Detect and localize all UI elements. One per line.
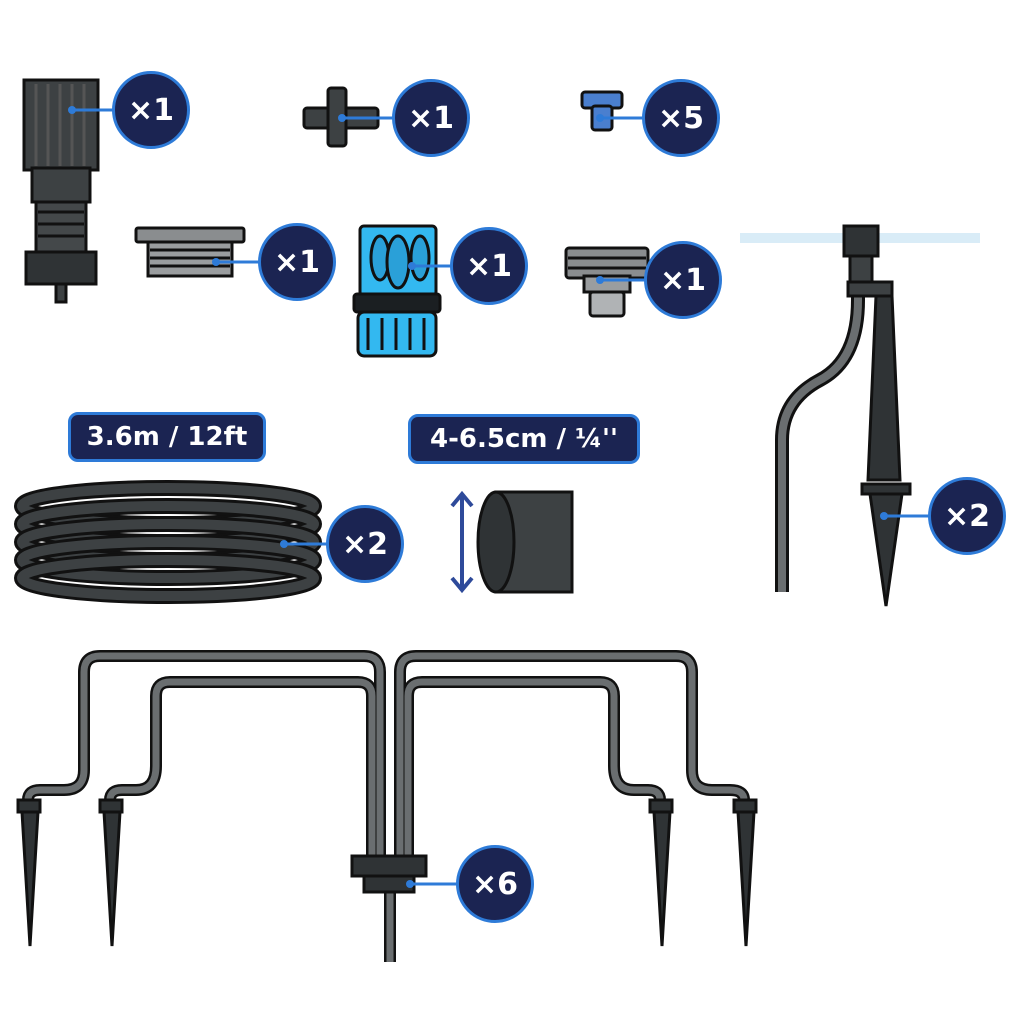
quantity-badge-tap-adapter: ×1 (644, 241, 722, 319)
quantity-badge-drip-stake-manifold: ×6 (456, 845, 534, 923)
tubing-coil (14, 480, 322, 604)
blue-plug (580, 90, 624, 132)
mist-sprayer-stake (740, 224, 980, 607)
quantity-badge-blue-plug: ×5 (642, 79, 720, 157)
quantity-badge-pressure-reducer: ×1 (112, 71, 190, 149)
hose-connector (352, 224, 442, 358)
quantity-badge-thread-adapter: ×1 (258, 223, 336, 301)
quantity-badge-tubing-coil: ×2 (326, 505, 404, 583)
quantity-badge-hose-connector: ×1 (450, 227, 528, 305)
leader-lines (72, 108, 934, 886)
diameter-label: 4-6.5cm / ¼'' (408, 414, 640, 464)
drip-stake-manifold (16, 650, 758, 962)
quantity-badge-mist-sprayer-stake: ×2 (928, 477, 1006, 555)
diameter-sample-cylinder (476, 490, 574, 594)
quantity-badge-tee-connector: ×1 (392, 79, 470, 157)
double-arrow-icon (450, 490, 474, 594)
pressure-reducer (22, 78, 100, 304)
thread-adapter (134, 226, 246, 278)
tubing-length-label: 3.6m / 12ft (68, 412, 266, 462)
tap-adapter (564, 246, 650, 318)
